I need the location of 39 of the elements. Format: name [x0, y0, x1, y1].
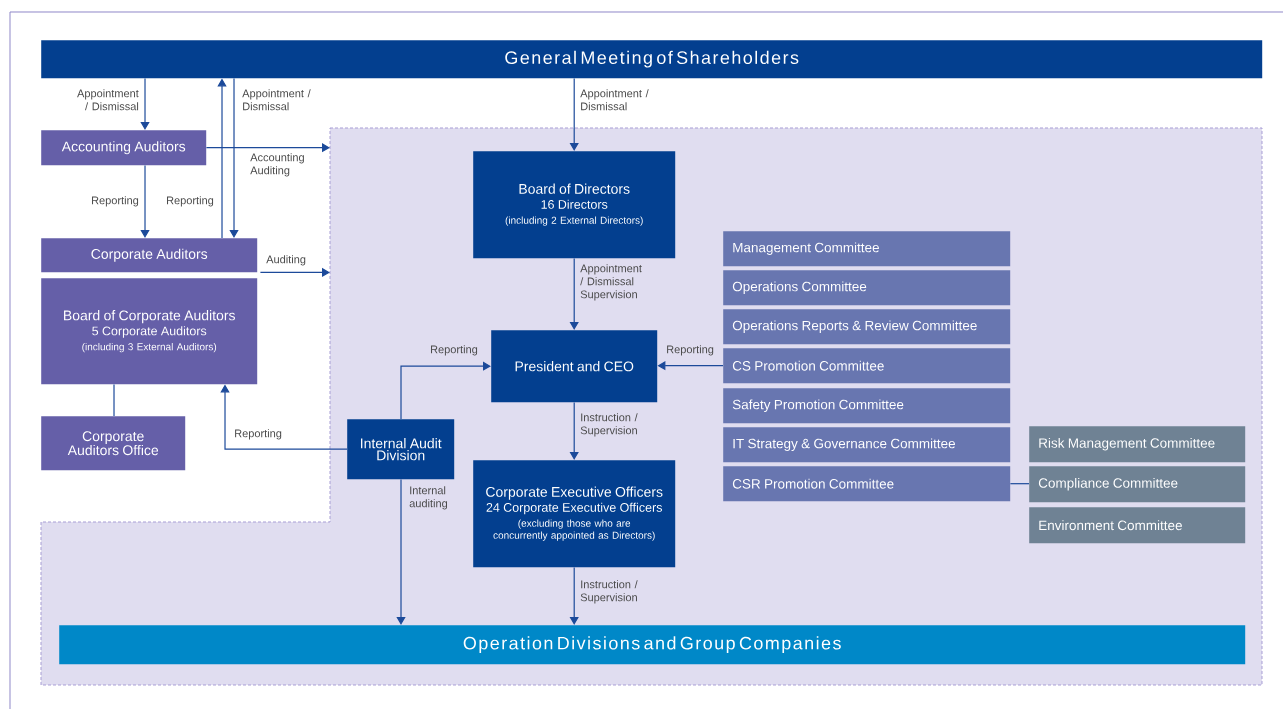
edge-label: Instruction / Supervision: [580, 413, 638, 437]
committee-box: Safety Promotion Committee: [723, 388, 1011, 424]
arrow: [400, 361, 491, 420]
edge-label: Reporting: [667, 345, 714, 356]
arrow: [229, 77, 239, 238]
org-box: Corporate Executive Officers 24 Corporate Executive Officers (excluding those who are concurrently appointed as Directors): [473, 460, 676, 568]
title-bar: Operation Divisions and Group Companies: [59, 625, 1246, 665]
edge-label: Instruction / Supervision: [580, 580, 638, 604]
arrow: [140, 164, 150, 238]
org-box: Board of Corporate Auditors 5 Corporate Auditors (including 3 External Auditors): [41, 278, 258, 385]
arrow: [140, 77, 150, 130]
edge-label: Reporting: [92, 196, 139, 207]
edge-label: Appointment / Dismissal Supervision: [580, 264, 642, 301]
committee-box: Environment Committee: [1029, 507, 1246, 544]
title-bar: General Meeting of Shareholders: [41, 40, 1263, 79]
committee-box: Risk Management Committee: [1029, 426, 1246, 463]
committee-box: CSR Promotion Committee: [723, 466, 1011, 502]
org-box: Corporate Auditors Office: [41, 416, 186, 471]
org-box: Internal Audit Division: [347, 419, 455, 480]
committee-box: CS Promotion Committee: [723, 348, 1011, 384]
edge-label: Appointment / Dismissal: [77, 89, 139, 111]
edge-label: Reporting: [167, 196, 214, 207]
edge-label: Appointment / Dismissal: [580, 89, 649, 111]
edge-label: Accounting Auditing: [250, 153, 304, 177]
committee-box: Management Committee: [723, 231, 1011, 267]
org-box: Accounting Auditors: [41, 130, 207, 166]
edge-label: Internal auditing: [409, 486, 447, 510]
committee-box: Compliance Committee: [1029, 466, 1246, 503]
arrow: [396, 478, 406, 625]
edge-label: Auditing: [266, 255, 306, 266]
committee-box: Operations Reports & Review Committee: [723, 309, 1011, 345]
org-box: Corporate Auditors: [41, 238, 258, 273]
org-box: Board of Directors 16 Directors (including 2 External Directors): [473, 151, 676, 259]
org-box: President and CEO: [491, 330, 658, 403]
committee-box: Operations Committee: [723, 270, 1011, 306]
edge-label: Appointment / Dismissal: [242, 89, 311, 111]
edge-label: Reporting: [431, 345, 478, 356]
committee-box: IT Strategy & Governance Committee: [723, 427, 1011, 463]
edge-label: Reporting: [235, 429, 282, 440]
